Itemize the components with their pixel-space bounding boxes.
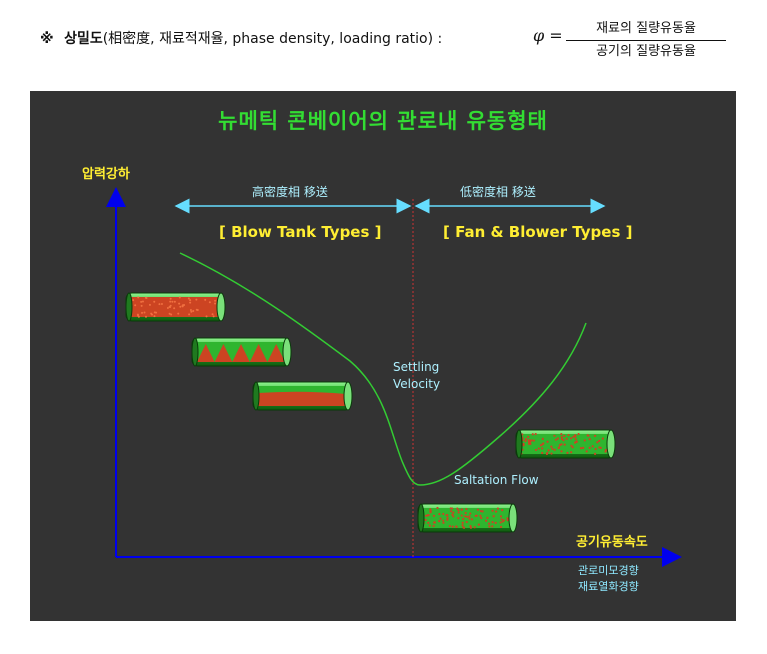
formula-header: ※ 상밀도(相密度, 재료적재율, phase density, loading… — [40, 20, 740, 70]
x-axis-label: 공기유동속도 — [576, 535, 648, 550]
phi-symbol: φ = — [533, 26, 563, 45]
y-axis-label: 압력강하 — [82, 167, 130, 182]
diagram-title: 뉴메틱 콘베이어의 관로내 유동형태 — [218, 109, 548, 133]
settling-label-line-1: Settling — [393, 360, 440, 374]
left-region-heading: 高密度相 移送 — [252, 185, 328, 199]
plug-bottom-pipe — [252, 381, 353, 411]
formula-definition: ※ 상밀도(相密度, 재료적재율, phase density, loading… — [40, 28, 442, 48]
fraction-numerator: 재료의 질량유동율 — [596, 21, 696, 36]
saltation-flow-label: Saltation Flow — [454, 473, 539, 487]
term-details: (相密度, 재료적재율, phase density, loading rati… — [102, 31, 443, 47]
saltation-pipe — [417, 503, 518, 533]
dune-pipe — [191, 337, 292, 367]
reference-mark: ※ — [40, 31, 54, 47]
flow-regime-diagram: 뉴메틱 콘베이어의 관로내 유동형태 압력강하 공기유동속도 관로미모경향 재료… — [30, 91, 736, 621]
pressure-drop-curve — [179, 252, 587, 486]
right-region-type: [ Fan & Blower Types ] — [443, 223, 633, 241]
settling-label-line-2: Velocity — [393, 377, 441, 391]
dense-full-pipe — [125, 292, 226, 322]
settling-velocity-label: Settling Velocity — [393, 359, 440, 393]
left-region-type: [ Blow Tank Types ] — [219, 223, 382, 241]
diagram-canvas — [106, 187, 682, 567]
term-label: 상밀도 — [64, 31, 103, 47]
formula-fraction: 재료의 질량유동율 공기의 질량유동율 — [566, 20, 726, 61]
fraction-bar — [566, 40, 726, 41]
x-axis-note-1: 관로미모경향 — [578, 564, 639, 577]
fraction-denominator: 공기의 질량유동율 — [596, 44, 696, 59]
right-region-heading: 低密度相 移送 — [460, 185, 536, 199]
x-axis-notes: 관로미모경향 재료열화경향 — [578, 563, 639, 595]
dilute-pipe — [515, 429, 616, 459]
x-axis-note-2: 재료열화경향 — [578, 580, 639, 593]
